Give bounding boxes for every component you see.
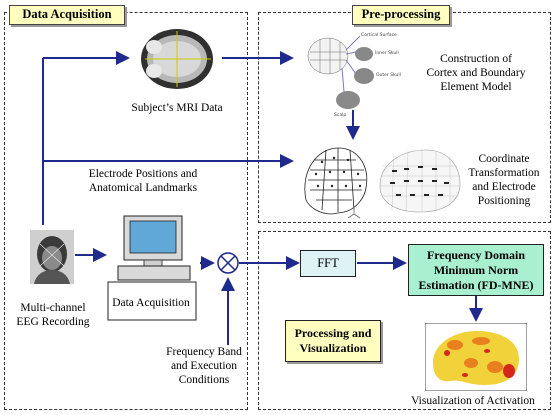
activation-brain-image (425, 323, 527, 391)
mri-brain-image (135, 25, 220, 93)
processing-section (258, 231, 551, 410)
coordinate-transformation-label: Coordinate Transformation and Electrode … (468, 153, 540, 207)
data-acquisition-section (4, 12, 248, 410)
mri-label: Subject’s MRI Data (131, 102, 223, 114)
cortex-model-label: Construction of Cortex and Boundary Elem… (426, 53, 526, 93)
data-acquisition-title: Data Acquisition (9, 5, 125, 25)
preprocessing-title: Pre-processing (352, 5, 450, 25)
frequency-band-label: Frequency Band and Execution Conditions (166, 346, 242, 386)
eeg-label: Multi-channel EEG Recording (16, 302, 90, 328)
shell-label-cortical: Cortical Surface (361, 32, 397, 38)
boundary-element-model-image: Cortical Surface Inner Skull Outer Skull… (307, 32, 401, 118)
processing-visualization-box: Processing and Visualization (285, 320, 381, 362)
shell-label-outer: Outer Skull (376, 72, 401, 78)
shell-label-inner: Inner Skull (375, 50, 399, 56)
shell-label-scalp: Scalp (334, 112, 346, 118)
eeg-subject-image (30, 230, 74, 284)
fd-mne-box: Frequency Domain Minimum Norm Estimation… (408, 244, 544, 296)
activation-label: Visualization of Activation (411, 395, 535, 407)
fft-label: FFT (317, 256, 339, 270)
electrode-positions-label: Electrode Positions and Anatomical Landm… (88, 168, 198, 194)
computer-label: Data Acquisition (112, 297, 190, 309)
computer-icon (107, 215, 197, 321)
electrode-head-image (304, 147, 368, 219)
fft-box: FFT (300, 250, 356, 277)
coordinate-transformation-image (379, 149, 461, 213)
